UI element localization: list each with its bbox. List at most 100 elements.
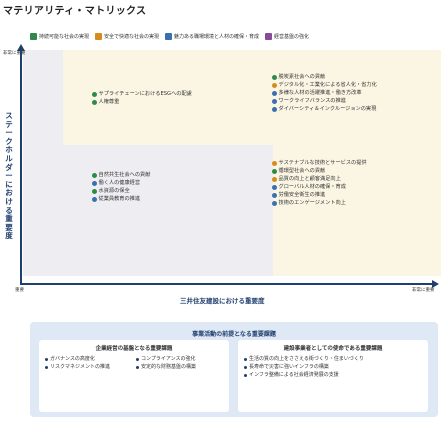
- issue-point: ワークライフバランスの推進: [272, 98, 377, 105]
- premise-item: コンプライアンスの強化: [136, 356, 223, 362]
- x-axis-arrow-icon: [432, 280, 439, 288]
- issue-label: サプライチェーンにおけるESGへの配慮: [98, 91, 192, 97]
- issue-point: ダイバーシティ＆インクルージョンの実現: [272, 106, 377, 113]
- issue-dot-icon: [272, 169, 277, 174]
- legend-label: 持続可能な社会の実現: [39, 33, 90, 40]
- plot-area: [23, 50, 441, 276]
- premise-right-title: 建設事業者としての使命である重要課題: [283, 346, 383, 352]
- premise-item: リスクマネジメントの推進: [45, 364, 132, 370]
- premise-item-label: ガバナンスの高度化: [50, 356, 95, 362]
- issue-label: 労働安全衛生の推進: [278, 192, 326, 198]
- legend-label: 安全で快適な社会の実現: [104, 33, 160, 40]
- issue-label: 自然共生社会への貢献: [98, 172, 151, 178]
- premise-title: 事業活動の前提となる重要課題: [192, 331, 276, 338]
- issue-label: 働く人の健康経営: [98, 180, 141, 186]
- premise-item: 安定的な財務基盤の構築: [136, 364, 223, 370]
- issue-point: 人権尊重: [92, 99, 192, 106]
- y-axis-title: ステークホルダーにおける重要度: [5, 111, 13, 241]
- legend-item: 持続可能な社会の実現: [30, 32, 90, 40]
- category-legend: 持続可能な社会の実現 安全で快適な社会の実現 魅力ある職場環境と人材の確保・育成 経営…: [30, 30, 444, 42]
- issue-label: ワークライフバランスの推進: [278, 98, 346, 104]
- issue-point: サステナブルな技術とサービスの提供: [272, 160, 367, 167]
- legend-item: 魅力ある職場環境と人材の確保・育成: [165, 32, 260, 40]
- issue-label: ダイバーシティ＆インクルージョンの実現: [278, 106, 377, 112]
- legend-item: 安全で快適な社会の実現: [95, 32, 160, 40]
- issue-label: 水資源の保全: [98, 188, 130, 194]
- issue-point: 循環型社会への貢献: [272, 168, 367, 175]
- issue-dot-icon: [272, 193, 277, 198]
- premise-item-label: 安定的な財務基盤の構築: [141, 364, 197, 370]
- issue-label: 脱炭素社会への貢献: [278, 74, 326, 80]
- bullet-icon: [244, 357, 247, 361]
- issue-dot-icon: [272, 75, 277, 80]
- premise-item: インフラ整備による社会経済発展の支援: [244, 372, 422, 378]
- square-icon: [265, 32, 273, 40]
- issue-dot-icon: [92, 92, 97, 97]
- issue-point: 多様な人材の活躍推進・働き方改革: [272, 90, 377, 97]
- premise-item-label: 長寿命で災害に強いインフラの構築: [249, 364, 329, 370]
- issue-dot-icon: [272, 99, 277, 104]
- issue-dot-icon: [272, 177, 277, 182]
- issue-dot-icon: [92, 181, 97, 186]
- issue-label: 技術のエンゲージメント向上: [278, 200, 346, 206]
- bullet-icon: [244, 365, 247, 369]
- issue-dot-icon: [272, 201, 277, 206]
- issue-point: 品質の向上と顧客満足向上: [272, 176, 367, 183]
- issue-label: 多様な人材の活躍推進・働き方改革: [278, 90, 362, 96]
- issue-label: グローバル人材の確保・育成: [278, 184, 346, 190]
- issue-dot-icon: [92, 189, 97, 194]
- premise-item-label: インフラ整備による社会経済発展の支援: [249, 372, 339, 378]
- bullet-icon: [136, 365, 139, 369]
- bullet-icon: [45, 357, 48, 361]
- issue-point: サプライチェーンにおけるESGへの配慮: [92, 91, 192, 98]
- issue-point: 従業員教育の推進: [92, 196, 150, 203]
- premise-left-list: ガバナンスの高度化 コンプライアンスの強化リスクマネジメントの推進 安定的な財務基盤…: [45, 356, 223, 370]
- issue-dot-icon: [272, 107, 277, 112]
- page-title: マテリアリティ・マトリックス: [3, 6, 147, 17]
- premise-item-label: コンプライアンスの強化: [141, 356, 196, 362]
- cluster-top-right: 脱炭素社会への貢献デジタル化・工業化による省人化・省力化多様な人材の活躍推進・働…: [272, 74, 377, 113]
- x-axis-title: 三井住友建設における重要度: [180, 297, 265, 305]
- issue-point: デジタル化・工業化による省人化・省力化: [272, 82, 377, 89]
- legend-item: 経営基盤の強化: [265, 32, 310, 40]
- zone-high-top-left-cutout: [23, 50, 63, 145]
- premise-panel-left: 企業経営の基盤となる重要課題 ガバナンスの高度化 コンプライアンスの強化リスクマネ…: [39, 340, 229, 412]
- y-axis-arrow-icon: [17, 44, 25, 51]
- issue-dot-icon: [272, 91, 277, 96]
- legend-label: 経営基盤の強化: [274, 33, 310, 40]
- premise-item-label: 生活の質の向上をささえる街づくり・住まいづくり: [249, 356, 364, 362]
- issue-dot-icon: [92, 173, 97, 178]
- premise-right-list: 生活の質の向上をささえる街づくり・住まいづくり長寿命で災害に強いインフラの構築イ…: [244, 356, 422, 378]
- cluster-middle-left: 自然共生社会への貢献働く人の健康経営水資源の保全従業員教育の推進: [92, 172, 150, 203]
- legend-label: 魅力ある職場環境と人材の確保・育成: [174, 33, 260, 40]
- premise-item-label: リスクマネジメントの推進: [50, 364, 111, 370]
- issue-label: デジタル化・工業化による省人化・省力化: [278, 82, 377, 88]
- x-axis-left-label: 重要: [15, 288, 24, 293]
- premise-box: 事業活動の前提となる重要課題 企業経営の基盤となる重要課題 ガバナンスの高度化 コ…: [30, 322, 438, 417]
- issue-dot-icon: [272, 161, 277, 166]
- x-axis-line: [20, 283, 434, 285]
- issue-dot-icon: [92, 197, 97, 202]
- cluster-middle-right: サステナブルな技術とサービスの提供循環型社会への貢献品質の向上と顧客満足向上グロ…: [272, 160, 367, 207]
- bullet-icon: [244, 373, 247, 377]
- issue-dot-icon: [272, 185, 277, 190]
- issue-dot-icon: [272, 83, 277, 88]
- premise-panel-right: 建設事業者としての使命である重要課題 生活の質の向上をささえる街づくり・住まいづ…: [238, 340, 428, 412]
- square-icon: [95, 32, 103, 40]
- issue-point: グローバル人材の確保・育成: [272, 184, 367, 191]
- y-axis-top-label: 非常に重要: [3, 51, 26, 56]
- premise-left-title: 企業経営の基盤となる重要課題: [95, 346, 173, 352]
- issue-point: 技術のエンゲージメント向上: [272, 200, 367, 207]
- issue-point: 労働安全衛生の推進: [272, 192, 367, 199]
- issue-point: 脱炭素社会への貢献: [272, 74, 377, 81]
- premise-item: 長寿命で災害に強いインフラの構築: [244, 364, 422, 370]
- issue-point: 自然共生社会への貢献: [92, 172, 150, 179]
- premise-item: 生活の質の向上をささえる街づくり・住まいづくり: [244, 356, 422, 362]
- x-axis-right-label: 非常に重要: [412, 288, 435, 293]
- cluster-top-middle: サプライチェーンにおけるESGへの配慮人権尊重: [92, 91, 192, 106]
- bullet-icon: [45, 365, 48, 369]
- premise-item: ガバナンスの高度化: [45, 356, 132, 362]
- y-axis-line: [20, 50, 22, 283]
- zone-high-top: [23, 50, 441, 145]
- issue-point: 水資源の保全: [92, 188, 150, 195]
